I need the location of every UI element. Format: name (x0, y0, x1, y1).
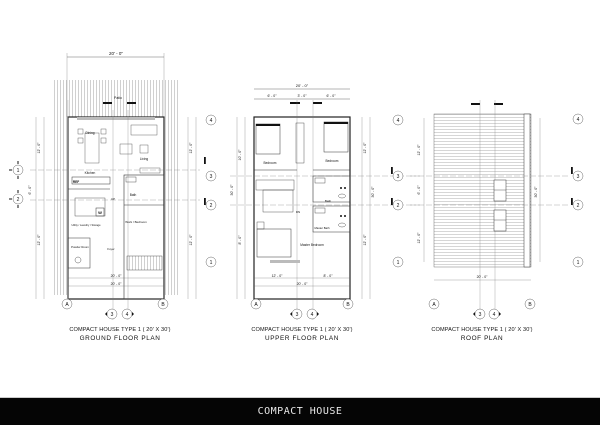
dim-top-overall: 20' - 0" (296, 83, 309, 88)
dim-roof-left-1: 12' - 0" (417, 144, 421, 156)
sheet-title: COMPACT HOUSE (257, 406, 343, 417)
svg-text:A: A (65, 302, 69, 308)
room-label-bedroom-1: Bedroom (264, 161, 277, 165)
dim-upper-left-overall: 30' - 0" (230, 184, 234, 196)
dim-roof-left-3: 12' - 0" (417, 232, 421, 244)
room-label-bedroom-2: Bedroom (326, 159, 339, 163)
svg-text:4: 4 (210, 118, 213, 124)
roof-plan-caption: COMPACT HOUSE TYPE 1 ( 20' X 30') ROOF P… (402, 327, 562, 342)
svg-text:3: 3 (479, 312, 482, 318)
svg-text:4: 4 (126, 312, 129, 318)
dim-upper-right-overall: 30' - 0" (371, 186, 375, 198)
dim-left-3: 12' - 0" (37, 234, 41, 246)
skylight-2 (493, 209, 507, 232)
room-label-master-bath: Master Bath (314, 226, 330, 230)
roof-plan: 12' - 0" 6' - 0" 12' - 0" 30' - 0" 20' -… (410, 100, 584, 320)
upper-exterior-wall (253, 116, 351, 300)
svg-text:4: 4 (577, 117, 580, 123)
dim-right-3: 12' - 0" (189, 234, 193, 246)
grid-bubble-2b (205, 199, 217, 211)
svg-text:A: A (432, 302, 436, 308)
grid-bubble-4 (205, 114, 217, 126)
room-label-living: Living (140, 157, 149, 161)
dim-roof-left-2: 6' - 0" (417, 185, 421, 195)
roof-surface (433, 113, 532, 268)
title-bar: COMPACT HOUSE (0, 397, 600, 425)
room-label-patio: Patio (114, 96, 122, 100)
svg-text:2: 2 (397, 203, 400, 209)
dim-bottom-2: 20' - 0" (111, 282, 123, 286)
room-label-master-bedroom: Master Bedroom (300, 243, 324, 247)
dim-upper-right-3: 12' - 0" (363, 234, 367, 246)
svg-text:3: 3 (397, 174, 400, 180)
ground-floor-subtitle: COMPACT HOUSE TYPE 1 ( 20' X 30') (69, 327, 171, 333)
upper-floor-title: UPPER FLOOR PLAN (265, 335, 339, 342)
svg-text:2: 2 (577, 203, 580, 209)
dim-roof-bottom: 20' - 0" (477, 275, 489, 279)
room-label-powder-room: Powder Room (71, 245, 89, 249)
washer-label: W (98, 210, 102, 215)
svg-text:3: 3 (111, 312, 114, 318)
grid-bubble-1 (12, 164, 24, 176)
grid-bubble-1b (205, 256, 217, 268)
dim-left-1: 12' - 0" (37, 142, 41, 154)
svg-text:1: 1 (210, 260, 213, 266)
drawing-sheet: 20' - 0" Patio Dining Living Kitchen REF (9, 51, 584, 342)
dim-upper-bottom-1: 12' - 0" (272, 274, 284, 278)
svg-text:1: 1 (397, 260, 400, 266)
svg-text:B: B (528, 302, 532, 308)
ref-label: REF (73, 180, 79, 184)
dim-bottom-1: 20' - 0" (111, 274, 123, 278)
dim-upper-left-5: 8' - 0" (238, 235, 242, 245)
svg-text:1: 1 (17, 168, 20, 174)
skylight-1 (493, 179, 507, 202)
svg-text:B: B (161, 302, 165, 308)
room-label-bath: Bath (130, 193, 137, 197)
svg-text:4: 4 (397, 118, 400, 124)
upper-floor-subtitle: COMPACT HOUSE TYPE 1 ( 20' X 30') (251, 327, 353, 333)
dim-upper-right-1: 12' - 0" (363, 142, 367, 154)
dim-upper-bottom-2: 8' - 0" (324, 274, 334, 278)
svg-text:1: 1 (577, 260, 580, 266)
stair-up-label: UP (111, 197, 115, 201)
upper-floor-caption: COMPACT HOUSE TYPE 1 ( 20' X 30') UPPER … (222, 327, 382, 342)
dim-overall-width: 20' - 0" (109, 51, 123, 56)
ground-floor-plan: 20' - 0" Patio Dining Living Kitchen REF (9, 51, 217, 320)
stair-down-label: DN (296, 210, 300, 214)
grid-bubble-2 (12, 193, 24, 205)
dim-top-3: 6' - 0" (327, 94, 337, 98)
svg-text:2: 2 (210, 203, 213, 209)
svg-text:4: 4 (311, 312, 314, 318)
roof-plan-title: ROOF PLAN (460, 335, 504, 342)
room-label-utility: Utility / Laundry / Storage (71, 223, 101, 227)
svg-text:3: 3 (210, 174, 213, 180)
dim-upper-left-1: 10' - 0" (238, 149, 242, 161)
svg-text:A: A (254, 302, 258, 308)
svg-text:3: 3 (577, 174, 580, 180)
dim-top-2: 3' - 0" (298, 94, 308, 98)
dim-top-1: 6' - 0" (268, 94, 278, 98)
ground-floor-title: GROUND FLOOR PLAN (79, 335, 161, 342)
room-label-bath-upper: Bath (325, 199, 332, 203)
svg-text:3: 3 (296, 312, 299, 318)
roof-plan-subtitle: COMPACT HOUSE TYPE 1 ( 20' X 30') (431, 327, 533, 333)
room-label-dining: Dining (85, 131, 94, 135)
grid-bubble-A (61, 298, 73, 310)
svg-text:4: 4 (493, 312, 496, 318)
dim-roof-right: 30' - 0" (534, 186, 538, 198)
room-label-kitchen: Kitchen (85, 171, 96, 175)
dim-upper-bottom-overall: 20' - 0" (297, 282, 309, 286)
room-label-foyer: Foyer (107, 247, 114, 251)
svg-text:B: B (346, 302, 350, 308)
ground-floor-caption: COMPACT HOUSE TYPE 1 ( 20' X 30') GROUND… (40, 327, 200, 342)
room-label-work-bedroom: Work / Bedroom (125, 220, 147, 224)
svg-text:2: 2 (17, 197, 20, 203)
upper-floor-plan: 20' - 0" 6' - 0" 3' - 0" 6' - 0" Bedroom… (204, 83, 420, 320)
grid-bubble-B (157, 298, 169, 310)
dim-right-1: 12' - 0" (189, 142, 193, 154)
drawing-canvas: 20' - 0" Patio Dining Living Kitchen REF (9, 51, 584, 320)
grid-bubble-3 (205, 170, 217, 182)
dim-left-2: 6' - 0" (28, 185, 32, 195)
